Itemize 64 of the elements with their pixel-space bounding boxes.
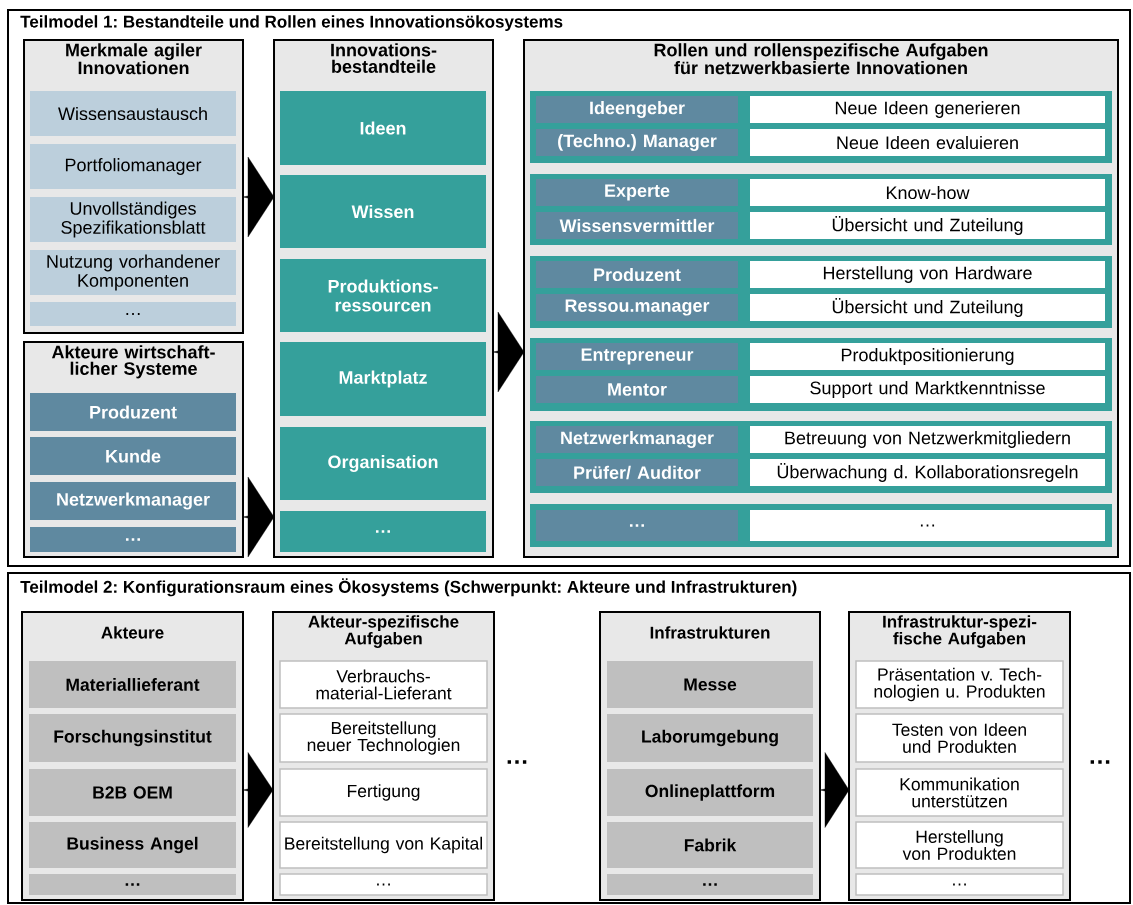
role-box: Ressou.manager bbox=[536, 294, 738, 321]
role-box: … bbox=[536, 510, 738, 541]
role-box: Entrepreneur bbox=[536, 343, 738, 370]
ellipsis-label: … bbox=[1090, 760, 1110, 764]
item-box: Onlineplattform bbox=[607, 769, 813, 816]
component-box: Produktions- ressourcen bbox=[280, 259, 486, 332]
task-box: Neue Ideen generieren bbox=[750, 96, 1105, 123]
arrow bbox=[242, 476, 275, 558]
item-box: Laborumgebung bbox=[607, 714, 813, 762]
ellipsis-label: … bbox=[507, 760, 527, 764]
role-box: Wissensvermittler bbox=[536, 212, 738, 239]
task-box: Kommunikation unterstützen bbox=[855, 768, 1064, 817]
light-box: Unvollständiges Spezifikationsblatt bbox=[30, 197, 236, 242]
role-box: Produzent bbox=[536, 261, 738, 288]
actor-box: Kunde bbox=[30, 437, 236, 475]
item-box: Fabrik bbox=[607, 822, 813, 868]
task-box: Bereitstellung von Kapital bbox=[279, 821, 488, 869]
role-box: Experte bbox=[536, 179, 738, 206]
role-box: Prüfer/ Auditor bbox=[536, 459, 738, 486]
task-box: Support und Marktkenntnisse bbox=[750, 376, 1105, 403]
arrow bbox=[819, 752, 850, 828]
component-box: … bbox=[280, 511, 486, 552]
light-box: Portfoliomanager bbox=[30, 144, 236, 189]
light-box: Nutzung vorhandener Komponenten bbox=[30, 250, 236, 295]
task-box: Know-how bbox=[750, 179, 1105, 206]
component-box: Marktplatz bbox=[280, 342, 486, 416]
arrow bbox=[242, 752, 274, 828]
component-box: Ideen bbox=[280, 91, 486, 165]
task-box: Präsentation v. Tech- nologien u. Produkten bbox=[855, 660, 1064, 709]
task-box: Fertigung bbox=[279, 768, 488, 817]
item-box: Messe bbox=[607, 661, 813, 708]
task-box: Bereitstellung neuer Technologien bbox=[279, 713, 488, 763]
item-box: B2B OEM bbox=[29, 769, 236, 816]
role-box: Mentor bbox=[536, 376, 738, 403]
arrow bbox=[492, 311, 525, 393]
task-box: Testen von Ideen und Produkten bbox=[855, 713, 1064, 763]
task-box: Neue Ideen evaluieren bbox=[750, 129, 1105, 156]
light-box: … bbox=[30, 302, 236, 326]
task-box: Überwachung d. Kollaborationsregeln bbox=[750, 459, 1105, 486]
role-box: Ideengeber bbox=[536, 96, 738, 123]
component-box: Wissen bbox=[280, 175, 486, 248]
item-box: Forschungsinstitut bbox=[29, 714, 236, 762]
item-box: … bbox=[607, 874, 813, 895]
component-box: Organisation bbox=[280, 427, 486, 500]
task-box: Übersicht und Zuteilung bbox=[750, 212, 1105, 239]
item-box: Materiallieferant bbox=[29, 661, 236, 708]
task-box: … bbox=[855, 873, 1064, 896]
task-box: Produktpositionierung bbox=[750, 343, 1105, 370]
task-box: Herstellung von Produkten bbox=[855, 821, 1064, 869]
task-box: Herstellung von Hardware bbox=[750, 261, 1105, 288]
role-box: (Techno.) Manager bbox=[536, 129, 738, 156]
task-box: … bbox=[750, 510, 1105, 541]
arrow bbox=[242, 156, 275, 238]
actor-box: … bbox=[30, 527, 236, 552]
item-box: Business Angel bbox=[29, 822, 236, 868]
role-box: Netzwerkmanager bbox=[536, 426, 738, 453]
task-box: Verbrauchs- material-Lieferant bbox=[279, 660, 488, 709]
task-box: Betreuung von Netzwerkmitgliedern bbox=[750, 426, 1105, 453]
item-box: … bbox=[29, 874, 236, 895]
task-box: Übersicht und Zuteilung bbox=[750, 294, 1105, 321]
task-box: … bbox=[279, 873, 488, 896]
actor-box: Produzent bbox=[30, 393, 236, 431]
actor-box: Netzwerkmanager bbox=[30, 482, 236, 520]
light-box: Wissensaustausch bbox=[30, 91, 236, 136]
